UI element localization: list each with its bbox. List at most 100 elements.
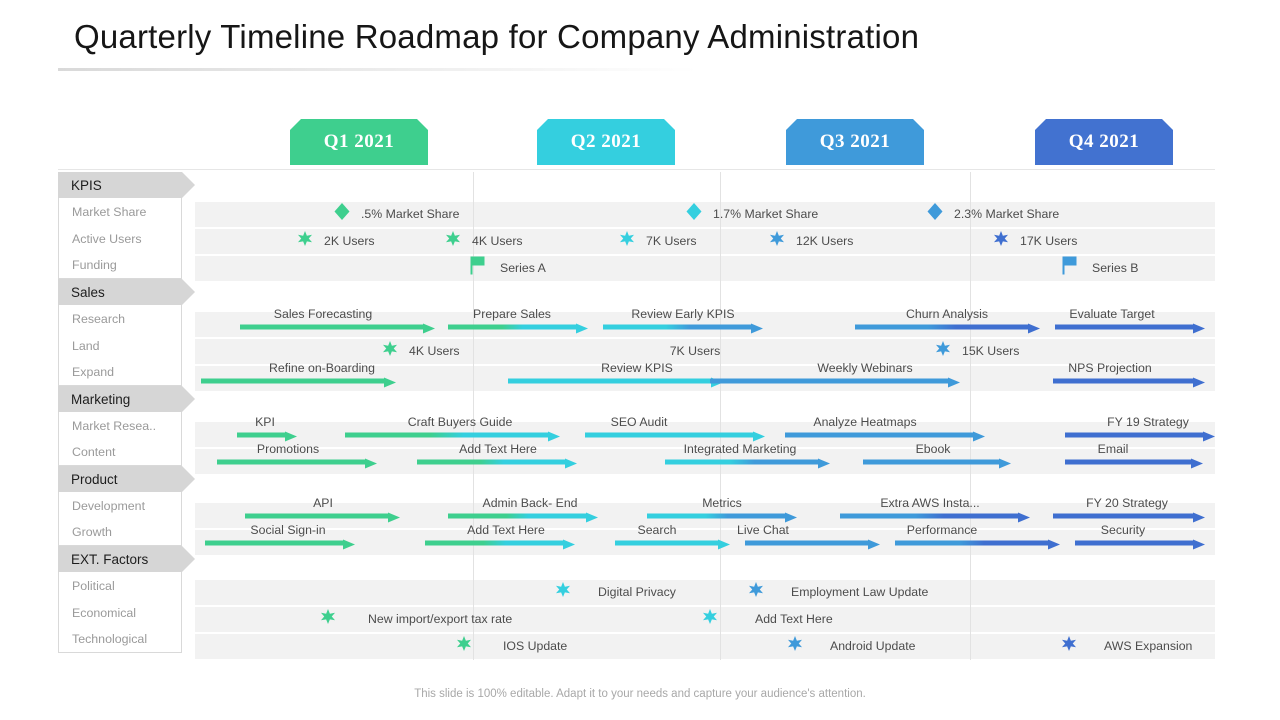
- star-marker-icon: [935, 341, 951, 362]
- task-label: SEO Audit: [610, 415, 668, 429]
- task-label: Craft Buyers Guide: [407, 415, 513, 429]
- star-marker-icon: [1061, 636, 1077, 657]
- task-label: Extra AWS Insta...: [880, 496, 980, 510]
- quarter-banner-2[interactable]: Q2 2021: [537, 119, 675, 165]
- timeline-arrow: [863, 458, 1011, 469]
- star-marker-icon: [702, 609, 718, 630]
- arrow-head-icon: [1018, 512, 1030, 523]
- quarter-banner-4[interactable]: Q4 2021: [1035, 119, 1173, 165]
- rail-item-expand[interactable]: Expand: [58, 359, 182, 386]
- rail-item-technological[interactable]: Technological: [58, 626, 182, 653]
- milestone-label: 2.3% Market Share: [954, 207, 1060, 221]
- arrow-bar: [237, 432, 286, 438]
- arrow-head-icon: [586, 512, 598, 523]
- task-label: Refine on-Boarding: [269, 361, 375, 375]
- rail-item-market-share[interactable]: Market Share: [58, 198, 182, 225]
- milestone-label: Android Update: [830, 639, 916, 653]
- milestone-label: Series A: [500, 261, 546, 275]
- rail-item-research[interactable]: Research: [58, 305, 182, 332]
- arrow-bar: [585, 432, 754, 438]
- section-header-kpis[interactable]: KPIS: [58, 172, 195, 198]
- milestone-label: 4K Users: [409, 344, 460, 358]
- timeline-arrow: [1053, 512, 1205, 523]
- rail-item-content[interactable]: Content: [58, 439, 182, 466]
- milestone-label: 4K Users: [472, 234, 523, 248]
- arrow-bar: [647, 513, 786, 519]
- task-label: Evaluate Target: [1069, 307, 1155, 321]
- timeline-arrow: [240, 323, 435, 334]
- section-header-product[interactable]: Product: [58, 466, 195, 492]
- rail-item-funding[interactable]: Funding: [58, 252, 182, 279]
- milestone-label: 7K Users: [646, 234, 697, 248]
- arrow-head-icon: [1203, 431, 1215, 442]
- milestone-label: Add Text Here: [755, 612, 833, 626]
- timeline-arrow: [448, 512, 598, 523]
- arrow-bar: [855, 324, 1029, 330]
- quarter-header-row: Q1 2021 Q2 2021 Q3 2021 Q4 2021: [0, 119, 1280, 165]
- arrow-head-icon: [868, 539, 880, 550]
- task-label: Ebook: [915, 442, 951, 456]
- rail-item-market-resea[interactable]: Market Resea..: [58, 412, 182, 439]
- task-label: Weekly Webinars: [817, 361, 913, 375]
- timeline-arrow: [710, 377, 960, 388]
- timeline-arrow: [603, 323, 763, 334]
- arrow-bar: [448, 513, 587, 519]
- rail-item-growth[interactable]: Growth: [58, 519, 182, 546]
- arrow-bar: [425, 540, 564, 546]
- arrow-bar: [245, 513, 389, 519]
- timeline-row-active-users: [195, 229, 1215, 254]
- arrow-bar: [603, 324, 752, 330]
- timeline-arrow: [217, 458, 377, 469]
- arrow-bar: [205, 540, 344, 546]
- timeline-arrow: [201, 377, 396, 388]
- arrow-bar: [745, 540, 869, 546]
- arrow-head-icon: [1193, 377, 1205, 388]
- arrow-head-icon: [1193, 323, 1205, 334]
- task-label: FY 20 Strategy: [1086, 496, 1168, 510]
- task-label: Search: [637, 523, 677, 537]
- task-label: Social Sign-in: [250, 523, 326, 537]
- arrow-head-icon: [753, 431, 765, 442]
- section-header-sales[interactable]: Sales: [58, 279, 195, 305]
- milestone-label: 15K Users: [962, 344, 1020, 358]
- milestone-label: Series B: [1092, 261, 1139, 275]
- rail-item-political[interactable]: Political: [58, 572, 182, 599]
- rail-item-land[interactable]: Land: [58, 332, 182, 359]
- rail-item-economical[interactable]: Economical: [58, 599, 182, 626]
- arrow-bar: [863, 459, 1000, 465]
- arrow-head-icon: [1191, 458, 1203, 469]
- task-label: FY 19 Strategy: [1107, 415, 1189, 429]
- star-marker-icon: [555, 582, 571, 603]
- milestone-label: IOS Update: [503, 639, 568, 653]
- diamond-marker-icon: [686, 203, 702, 225]
- section-header-ext-factors[interactable]: EXT. Factors: [58, 546, 195, 572]
- arrow-head-icon: [565, 458, 577, 469]
- arrow-bar: [240, 324, 424, 330]
- section-header-marketing[interactable]: Marketing: [58, 386, 195, 412]
- arrow-head-icon: [718, 539, 730, 550]
- timeline-arrow: [785, 431, 985, 442]
- task-label: API: [313, 496, 333, 510]
- timeline-arrow: [417, 458, 577, 469]
- flag-marker-icon: [1062, 256, 1078, 280]
- rail-item-active-users[interactable]: Active Users: [58, 225, 182, 252]
- arrow-bar: [448, 324, 577, 330]
- quarter-banner-3[interactable]: Q3 2021: [786, 119, 924, 165]
- timeline-arrow: [425, 539, 575, 550]
- diamond-marker-icon: [927, 203, 943, 225]
- star-marker-icon: [297, 231, 313, 252]
- timeline-arrow: [895, 539, 1060, 550]
- quarter-banner-1[interactable]: Q1 2021: [290, 119, 428, 165]
- arrow-head-icon: [818, 458, 830, 469]
- timeline-arrow: [647, 512, 797, 523]
- star-marker-icon: [993, 231, 1009, 252]
- arrow-bar: [785, 432, 974, 438]
- task-label: Review Early KPIS: [631, 307, 735, 321]
- rail-item-development[interactable]: Development: [58, 492, 182, 519]
- arrow-bar: [615, 540, 719, 546]
- arrow-bar: [895, 540, 1049, 546]
- timeline-arrow: [1065, 431, 1215, 442]
- task-label: Admin Back- End: [482, 496, 578, 510]
- arrow-bar: [508, 378, 712, 384]
